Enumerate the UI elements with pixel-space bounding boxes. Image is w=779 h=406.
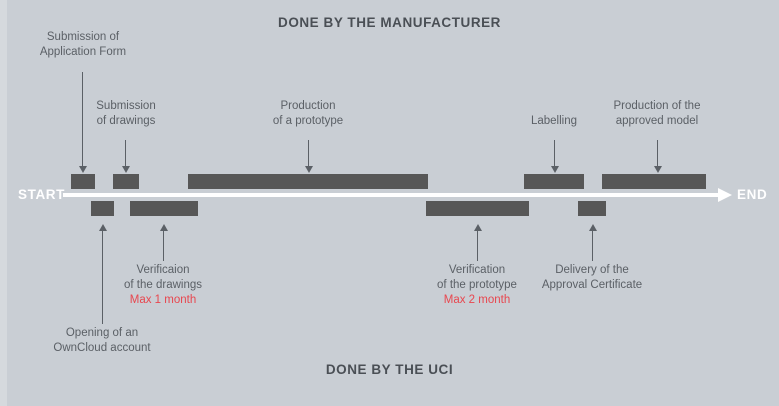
arrow-up-icon-verification-drawings <box>160 224 168 231</box>
callout-line-1: Verification <box>448 264 506 276</box>
callout-max-duration: Max 1 month <box>129 294 197 306</box>
bar-manufacturer-production-approved-model <box>602 174 706 189</box>
callout-verification-prototype: Verification of the prototype Max 2 mont… <box>397 263 557 308</box>
bar-uci-delivery-approval-certificate <box>578 201 606 216</box>
callout-opening-owncloud-account: Opening of an OwnCloud account <box>22 326 182 356</box>
callout-line-2: of the prototype <box>437 279 517 291</box>
callout-submission-application-form: Submission of Application Form <box>0 30 186 60</box>
callout-line-2: of drawings <box>96 115 156 127</box>
connector-shaft-verification-drawings <box>163 231 164 261</box>
arrow-up-icon-opening-owncloud-account <box>99 224 107 231</box>
callout-line-1: Submission <box>96 100 156 112</box>
arrow-down-icon-production-prototype <box>305 166 313 173</box>
callout-line-1: Production <box>280 100 336 112</box>
callout-line-2: OwnCloud account <box>53 342 151 354</box>
bar-manufacturer-labelling <box>524 174 584 189</box>
connector-shaft-labelling <box>554 140 555 166</box>
timeline-arrowhead-icon <box>718 188 732 202</box>
connector-shaft-opening-owncloud-account <box>102 231 103 324</box>
callout-line-1: Production of the <box>613 100 701 112</box>
connector-shaft-delivery-approval-certificate <box>592 231 593 261</box>
connector-shaft-verification-prototype <box>477 231 478 261</box>
callout-max-duration: Max 2 month <box>443 294 511 306</box>
callout-submission-drawings: Submission of drawings <box>38 99 214 129</box>
arrow-up-icon-verification-prototype <box>474 224 482 231</box>
arrow-down-icon-submission-application-form <box>79 166 87 173</box>
bar-uci-verification-drawings <box>130 201 198 216</box>
connector-shaft-production-approved-model <box>657 140 658 166</box>
timeline-end-label: END <box>737 187 768 202</box>
heading-done-by-manufacturer: DONE BY THE MANUFACTURER <box>278 15 501 30</box>
bar-manufacturer-submission-drawings <box>113 174 139 189</box>
callout-line-2: Application Form <box>39 46 127 58</box>
timeline-axis <box>63 193 723 197</box>
bar-uci-opening-owncloud-account <box>91 201 114 216</box>
callout-production-prototype: Production of a prototype <box>218 99 398 129</box>
callout-line-2: of the drawings <box>124 279 202 291</box>
callout-line-2: approved model <box>615 115 699 127</box>
callout-labelling: Labelling <box>474 114 634 129</box>
timeline-start-label: START <box>18 187 65 202</box>
callout-line-1: Labelling <box>530 115 578 127</box>
callout-line-2: of a prototype <box>272 115 344 127</box>
heading-done-by-uci: DONE BY THE UCI <box>325 362 454 377</box>
callout-delivery-approval-certificate: Delivery of the Approval Certificate <box>512 263 672 293</box>
callout-production-approved-model: Production of the approved model <box>561 99 753 129</box>
bar-manufacturer-submission-application-form <box>71 174 95 189</box>
connector-shaft-submission-application-form <box>82 72 83 166</box>
callout-line-1: Submission of <box>46 31 120 43</box>
bar-manufacturer-production-prototype <box>188 174 428 189</box>
callout-line-1: Delivery of the <box>555 264 629 276</box>
arrow-down-icon-submission-drawings <box>122 166 130 173</box>
callout-line-1: Opening of an <box>65 327 139 339</box>
arrow-down-icon-labelling <box>551 166 559 173</box>
arrow-up-icon-delivery-approval-certificate <box>589 224 597 231</box>
callout-verification-drawings: Verificaion of the drawings Max 1 month <box>83 263 243 308</box>
callout-line-2: Approval Certificate <box>541 279 643 291</box>
connector-shaft-submission-drawings <box>125 140 126 166</box>
callout-line-1: Verificaion <box>136 264 190 276</box>
connector-shaft-production-prototype <box>308 140 309 166</box>
left-edge-accent <box>0 0 7 406</box>
arrow-down-icon-production-approved-model <box>654 166 662 173</box>
bar-uci-verification-prototype <box>426 201 529 216</box>
